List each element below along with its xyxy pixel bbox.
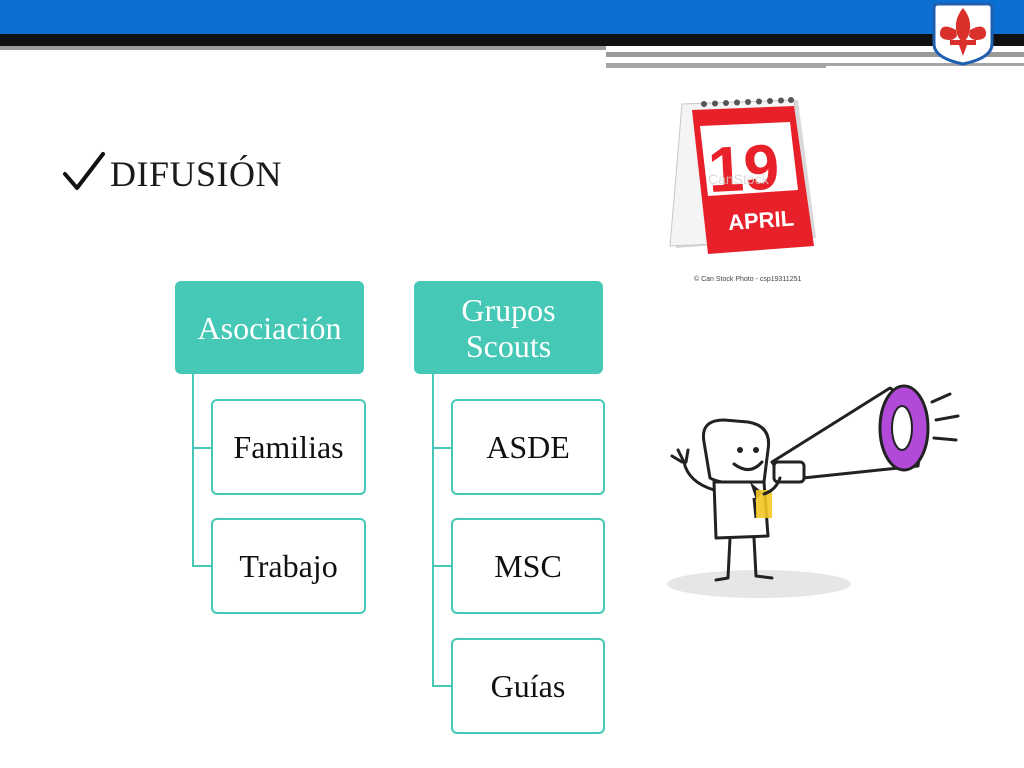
group-header-label: Asociación: [197, 309, 342, 346]
header-band-gray: [0, 46, 606, 50]
fleur-de-lis-icon: [928, 0, 998, 66]
child-label: ASDE: [486, 428, 570, 465]
header-band-blue: [0, 0, 1024, 34]
header-rule-3: [826, 63, 1024, 66]
connector-branch-2a: [432, 447, 452, 449]
connector-branch-2b: [432, 565, 452, 567]
child-box-msc: MSC: [451, 518, 605, 614]
child-box-familias: Familias: [211, 399, 366, 495]
header-band-black: [0, 34, 1024, 46]
connector-branch-1a: [192, 447, 212, 449]
child-box-asde: ASDE: [451, 399, 605, 495]
check-icon: [62, 150, 106, 199]
calendar-day: 19: [706, 130, 781, 206]
header-rule-1: [606, 52, 1024, 57]
megaphone-figure-icon: [664, 370, 964, 602]
group-header-asociacion: Asociación: [175, 281, 364, 374]
connector-branch-1b: [192, 565, 212, 567]
header-rule-2: [606, 63, 826, 68]
child-box-guias: Guías: [451, 638, 605, 734]
group-header-label: Grupos Scouts: [461, 291, 556, 364]
connector-vertical-1: [192, 374, 194, 567]
calendar-credit: © Can Stock Photo - csp19311251: [694, 275, 801, 283]
group-header-grupos-scouts: Grupos Scouts: [414, 281, 603, 374]
child-label: MSC: [494, 547, 562, 584]
connector-branch-2c: [432, 685, 452, 687]
connector-vertical-2: [432, 374, 434, 687]
child-label: Trabajo: [239, 547, 338, 584]
child-label: Guías: [490, 667, 566, 704]
slide-title: DIFUSIÓN: [110, 154, 283, 194]
calendar-month: APRIL: [727, 206, 795, 236]
calendar-watermark: CanStock: [708, 171, 770, 187]
child-box-trabajo: Trabajo: [211, 518, 366, 614]
child-label: Familias: [233, 428, 344, 465]
calendar-image: 19 APRIL CanStock © Can Stock Photo - cs…: [648, 88, 833, 288]
title-row: DIFUSIÓN: [62, 148, 282, 200]
